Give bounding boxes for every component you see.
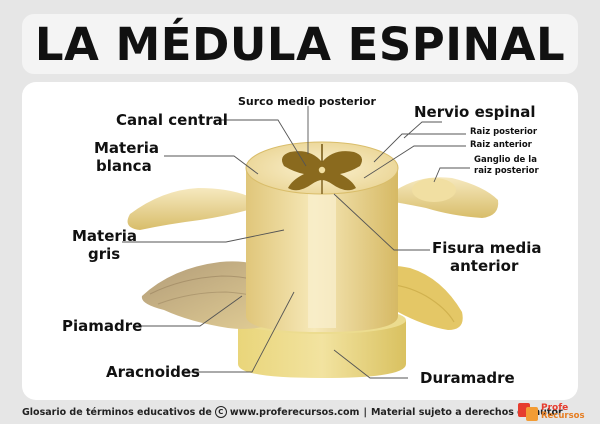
logo-line2: Recursos [541,411,585,422]
ganglion [412,178,456,202]
label-aracnoides: Aracnoides [106,363,200,381]
footer-separator: | [363,406,367,418]
label-nervio-espinal: Nervio espinal [414,103,536,121]
spinal-cord-illustration [122,106,499,379]
label-materia-blanca-line2: blanca [96,157,152,175]
copyright-icon: C [214,406,227,418]
label-raiz-anterior: Raiz anterior [470,140,532,150]
logo-line1: Profe [541,402,569,413]
label-ganglio-line1: Ganglio de la [474,155,537,165]
page-title: LA MÉDULA ESPINAL [34,17,566,71]
duramadre-base [238,320,406,378]
label-materia-gris-line1: Materia [72,227,138,245]
profe-recursos-logo[interactable]: Profe Recursos [518,403,585,421]
label-materia-blanca-line1: Materia [94,139,160,157]
label-duramadre: Duramadre [420,369,515,387]
label-piamadre: Piamadre [62,317,143,335]
label-ganglio-line2: raiz posterior [474,166,539,176]
label-canal-central: Canal central [116,111,228,129]
title-banner: LA MÉDULA ESPINAL [22,14,578,74]
left-upper-nerve [127,188,248,230]
footer: Glosario de términos educativos de C www… [22,402,585,422]
footer-prefix: Glosario de términos educativos de [22,406,212,418]
label-fisura-line1: Fisura media [432,239,542,257]
label-surco-medio-posterior: Surco medio posterior [238,95,376,108]
label-materia-gris-line2: gris [88,245,121,263]
profe-recursos-logo-icon [518,403,538,421]
footer-rights: Material sujeto a derechos de autor [370,406,563,418]
label-fisura-line2: anterior [450,257,519,275]
diagram-panel: Surco medio posterior Canal central Nerv… [22,82,578,400]
central-canal [318,166,326,174]
footer-site-link[interactable]: www.proferecursos.com [229,406,360,418]
leader-lines [122,106,470,379]
label-raiz-posterior: Raiz posterior [470,127,538,137]
